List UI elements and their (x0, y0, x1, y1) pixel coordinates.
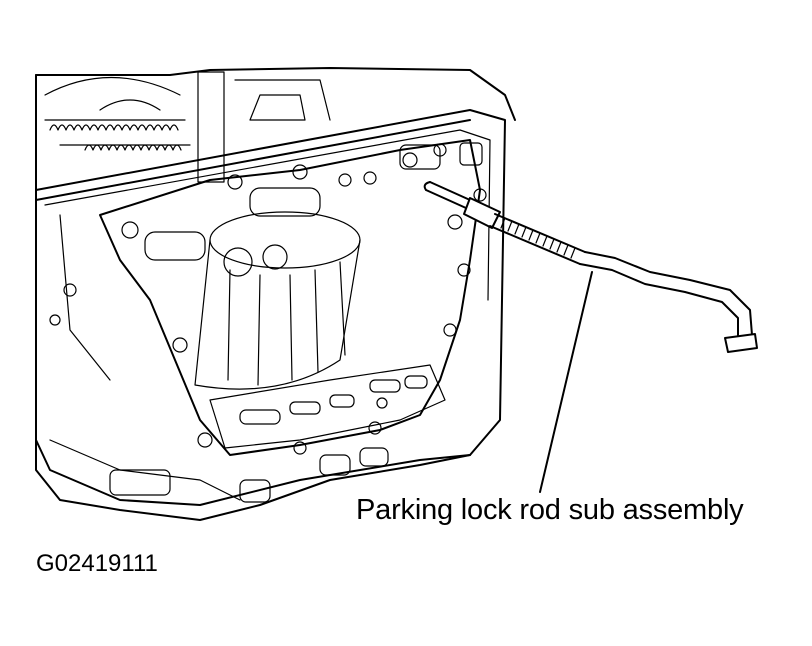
parking-lock-rod (423, 181, 758, 353)
transmission-case (35, 109, 506, 506)
part-label: Parking lock rod sub assembly (356, 494, 744, 526)
clutch-drum (194, 211, 361, 390)
upper-gear-assembly (35, 67, 516, 191)
gasket (49, 139, 487, 456)
lower-housing (35, 409, 471, 521)
valve-body (209, 364, 446, 449)
figure-id: G02419111 (36, 550, 158, 577)
leader-line (539, 271, 593, 493)
